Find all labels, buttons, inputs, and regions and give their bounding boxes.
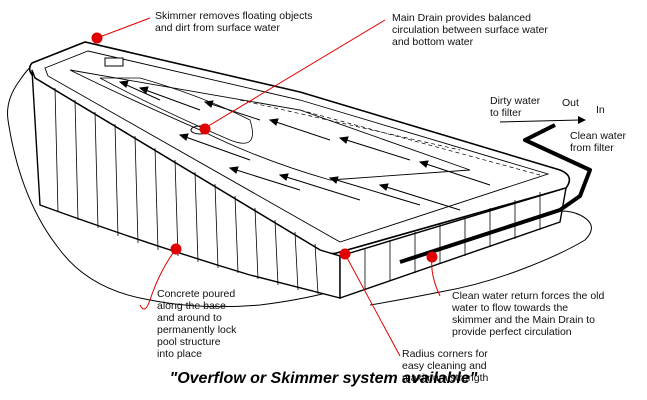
in-label: In — [596, 104, 605, 116]
skimmer-label: Skimmer removes floating objects and dir… — [155, 10, 313, 34]
marker-concrete — [170, 243, 182, 255]
caption: "Overflow or Skimmer system available" — [169, 370, 478, 387]
callout-markers — [91, 32, 438, 263]
clean-water-label: Clean water from filter — [570, 130, 627, 154]
dirty-water-pipe — [499, 119, 581, 123]
marker-radius-corner — [339, 248, 351, 260]
wall-panels-right — [364, 192, 541, 290]
marker-skimmer — [91, 32, 103, 44]
pool-rim-inner — [44, 50, 550, 243]
return-pipe — [399, 123, 592, 264]
flow-arrows — [118, 80, 491, 211]
deep-end-bowl — [99, 77, 253, 144]
dirty-water-label: Dirty water to filter — [490, 95, 541, 119]
main-drain-label: Main Drain provides balanced circulation… — [392, 12, 548, 48]
marker-main-drain — [199, 123, 211, 135]
skimmer-box — [104, 57, 124, 67]
clean-return-label: Clean water return forces the old water … — [452, 290, 605, 338]
out-label: Out — [562, 97, 579, 109]
marker-return — [426, 251, 438, 263]
floor-dashed — [239, 99, 541, 176]
radius-corners-label: Radius corners for easy cleaning and max… — [402, 348, 489, 384]
out-arrow — [578, 116, 586, 124]
wall-panels-left — [54, 87, 319, 295]
concrete-label: Concrete poured along the base and aroun… — [157, 288, 237, 360]
